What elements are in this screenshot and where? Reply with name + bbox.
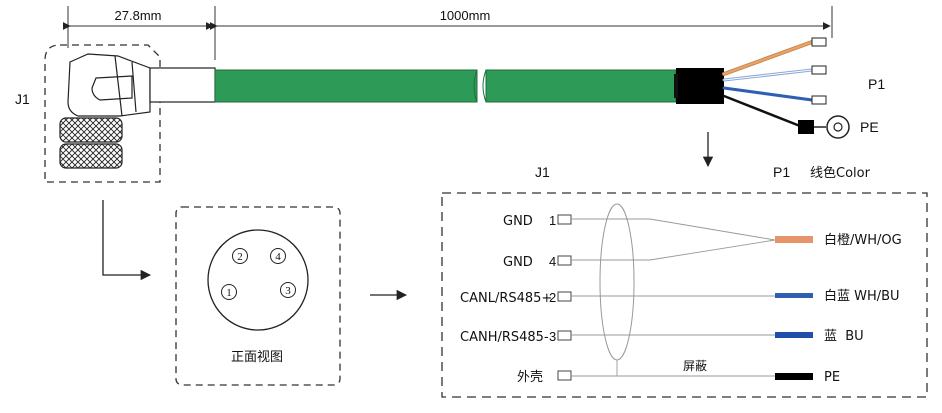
front-pin-1: 1: [226, 287, 232, 299]
wire-color-header: 线色Color: [810, 165, 871, 181]
wire-label-white-blue: 白蓝 WH/BU: [824, 288, 900, 304]
front-view-face: [207, 229, 309, 331]
fan-out-wires: [722, 40, 814, 128]
ring-terminal: [798, 115, 850, 139]
p1-table-label: P1: [773, 164, 790, 180]
signal-gnd-1: GND: [503, 214, 533, 229]
wire-swatch-white-blue: [775, 293, 813, 298]
front-pin-3: 3: [285, 285, 291, 297]
dim-cable-length: 1000mm: [440, 8, 491, 23]
wire-swatch-blue: [775, 332, 813, 338]
wire-label-pe: PE: [824, 370, 840, 385]
wiring-table-dashed-frame: [441, 192, 928, 398]
j1-table-label: J1: [535, 164, 550, 180]
signal-gnd-4: GND: [503, 255, 533, 270]
pin-terminals: [557, 214, 572, 381]
wire-ferrules: [811, 37, 827, 105]
signal-canl: CANL/RS485+: [460, 291, 552, 306]
pin-number-4: 4: [549, 254, 556, 269]
wire-label-white-orange: 白橙/WH/OG: [824, 232, 902, 248]
connection-lines: [571, 218, 776, 377]
pin-number-3: 3: [549, 329, 556, 344]
front-view-pins: [221, 248, 296, 300]
front-view-dashed-frame: [175, 206, 341, 386]
front-view-caption: 正面视图: [231, 350, 283, 365]
wire-label-blue: 蓝 BU: [824, 329, 864, 344]
wire-swatch-white-orange: [775, 236, 813, 243]
signal-shell: 外壳: [517, 370, 543, 385]
heat-shrink-sleeve: [676, 68, 724, 104]
p1-label-top: P1: [868, 76, 885, 92]
j1-label-left: J1: [15, 91, 30, 107]
dimension-lines: [62, 6, 833, 60]
pin-number-2: 2: [549, 290, 556, 305]
j1-connector-illustration: [59, 53, 216, 169]
green-cable: [214, 69, 677, 103]
front-pin-4: 4: [275, 251, 281, 263]
pe-label-top: PE: [860, 119, 879, 135]
pin-number-1: 1: [549, 213, 556, 228]
flow-arrows: [102, 132, 714, 301]
j1-dashed-frame: [44, 44, 161, 183]
wire-swatch-pe: [775, 373, 813, 380]
front-pin-2: 2: [237, 251, 243, 263]
dim-connector-length: 27.8mm: [115, 8, 162, 23]
signal-canh: CANH/RS485-: [460, 330, 549, 345]
shield-label: 屏蔽: [683, 359, 707, 373]
shield-ellipse: [599, 203, 635, 361]
